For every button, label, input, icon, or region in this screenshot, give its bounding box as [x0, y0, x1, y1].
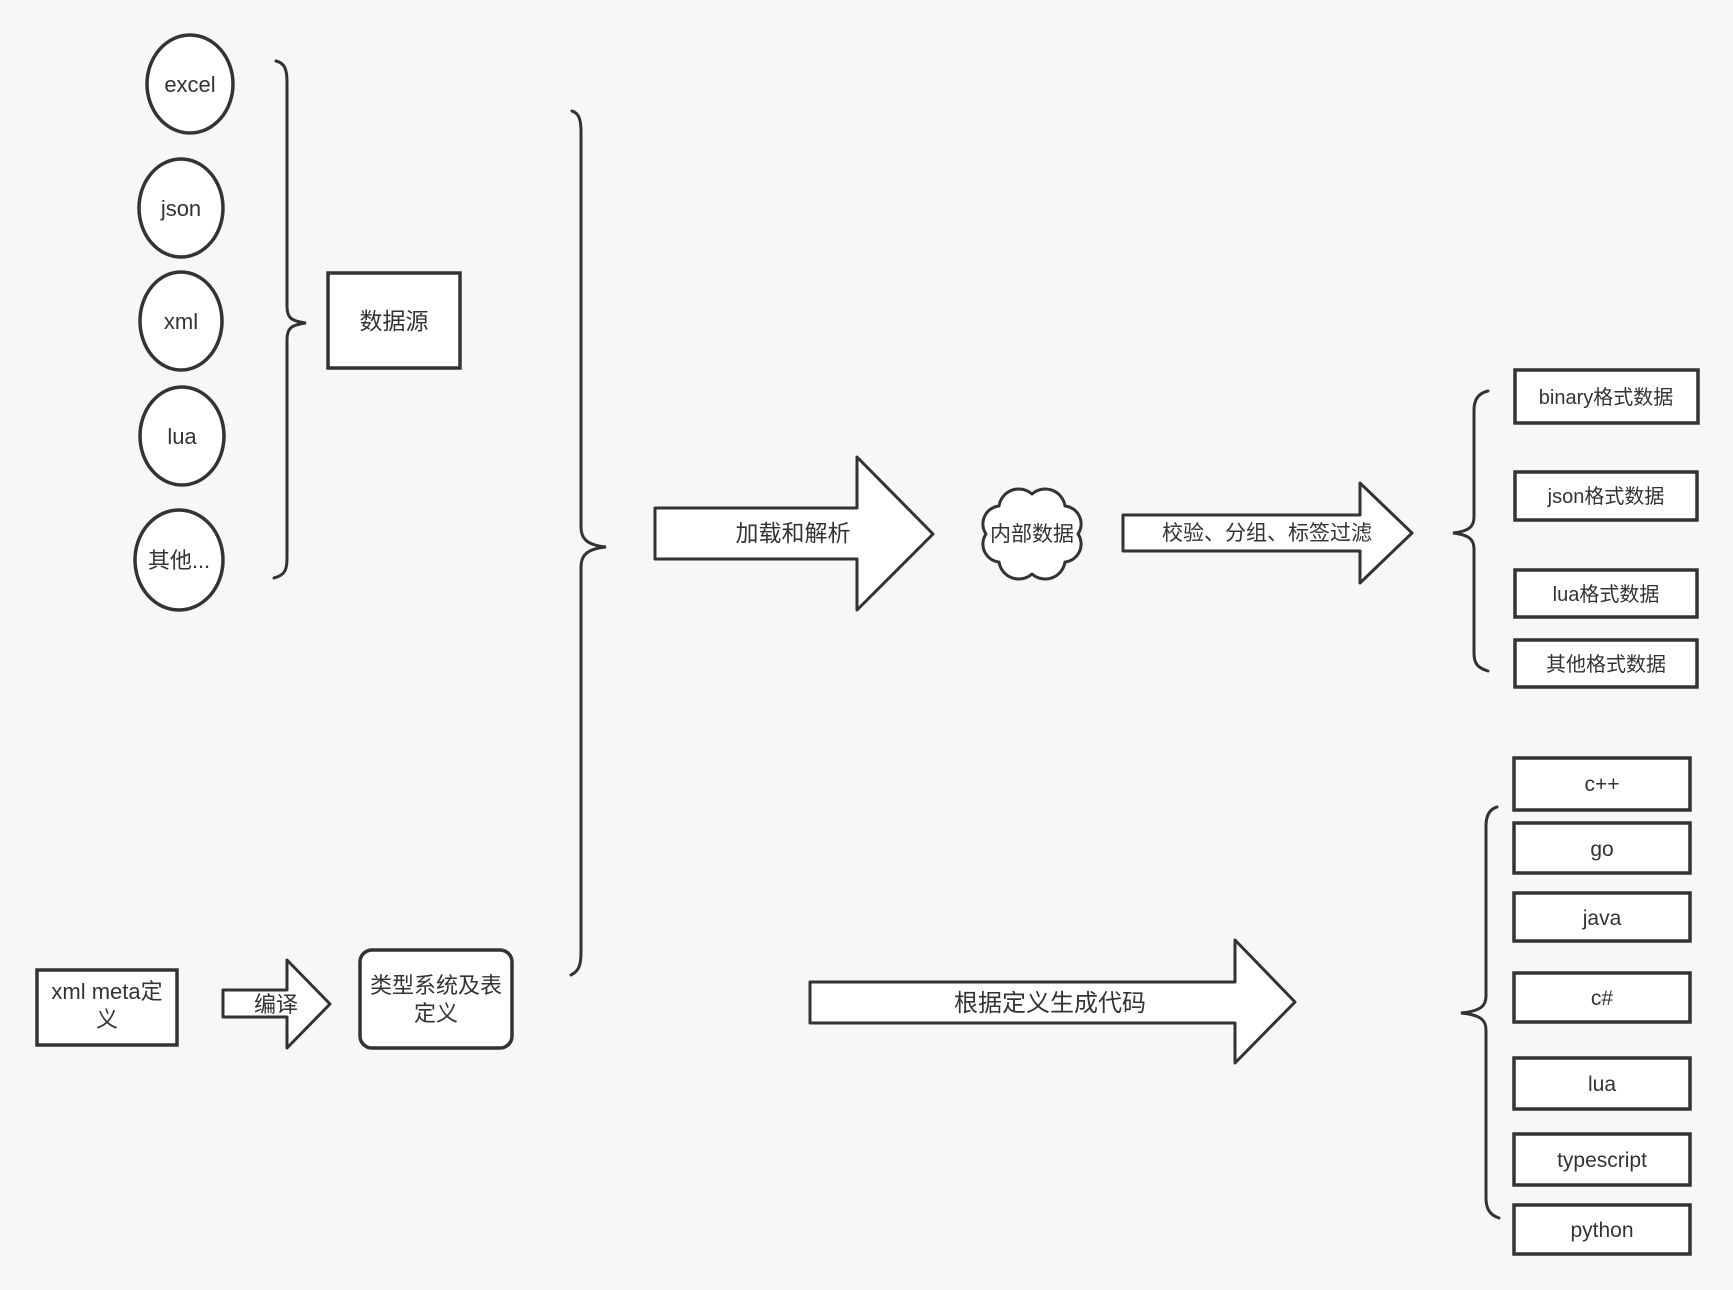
formats-brace	[1452, 389, 1490, 673]
language-label-python: python	[1570, 1219, 1633, 1242]
language-box-lua	[1512, 1056, 1692, 1111]
load-parse-arrow	[653, 455, 935, 612]
main-brace	[569, 109, 607, 977]
load-parse-label: 加载和解析	[736, 520, 851, 546]
language-box-python	[1512, 1203, 1692, 1256]
language-label-typescript: typescript	[1557, 1149, 1647, 1172]
data-source-box	[326, 271, 462, 370]
compile-arrow-label: 编译	[254, 992, 298, 1017]
language-label-cpp: c++	[1584, 773, 1619, 796]
xml-meta-box	[35, 968, 179, 1047]
source-label-json: json	[160, 196, 201, 221]
language-box-cpp	[1512, 756, 1692, 812]
format-boxes: binary格式数据 json格式数据 lua格式数据 其他格式数据	[1513, 368, 1700, 689]
source-label-xml: xml	[164, 309, 198, 334]
language-box-typescript	[1512, 1132, 1692, 1187]
format-label-lua: lua格式数据	[1553, 583, 1660, 606]
source-nodes: excel json xml lua 其他...	[133, 33, 235, 612]
sources-brace	[272, 59, 307, 580]
language-box-csharp	[1512, 971, 1692, 1024]
format-box-lua	[1513, 568, 1699, 619]
source-ellipse-excel	[145, 33, 235, 135]
language-box-go	[1512, 821, 1692, 875]
compile-arrow	[221, 958, 332, 1050]
language-label-java: java	[1582, 907, 1622, 930]
language-boxes: c++ go java c# lua typescript python	[1512, 756, 1692, 1256]
format-box-binary	[1513, 368, 1700, 425]
languages-brace	[1460, 805, 1501, 1220]
source-ellipse-lua	[138, 385, 226, 487]
source-ellipse-xml	[138, 270, 224, 372]
codegen-arrow	[808, 938, 1297, 1065]
internal-data-label: 内部数据	[990, 523, 1074, 546]
source-ellipse-other	[133, 508, 225, 612]
language-label-csharp: c#	[1591, 987, 1614, 1010]
source-label-excel: excel	[164, 72, 215, 97]
format-box-json	[1513, 470, 1699, 522]
source-ellipse-json	[137, 157, 225, 259]
type-system-box	[358, 948, 514, 1050]
xml-meta-label-line1: xml meta定	[51, 979, 162, 1004]
filter-arrow	[1121, 481, 1414, 585]
codegen-arrow-label: 根据定义生成代码	[954, 990, 1146, 1017]
language-box-java	[1512, 891, 1692, 943]
type-system-label-line2: 定义	[414, 1001, 458, 1026]
language-label-lua: lua	[1588, 1073, 1616, 1096]
format-box-other	[1513, 638, 1699, 689]
format-label-other: 其他格式数据	[1546, 653, 1666, 676]
xml-meta-label-line2: 义	[96, 1007, 118, 1032]
filter-arrow-label: 校验、分组、标签过滤	[1162, 522, 1372, 545]
internal-data-cloud	[981, 487, 1083, 581]
language-label-go: go	[1590, 838, 1613, 861]
format-label-binary: binary格式数据	[1539, 386, 1673, 409]
type-system-label-line1: 类型系统及表	[370, 973, 502, 998]
source-label-lua: lua	[167, 424, 197, 449]
source-label-other: 其他...	[148, 548, 210, 573]
data-source-label: 数据源	[360, 308, 429, 334]
format-label-json: json格式数据	[1547, 485, 1665, 508]
